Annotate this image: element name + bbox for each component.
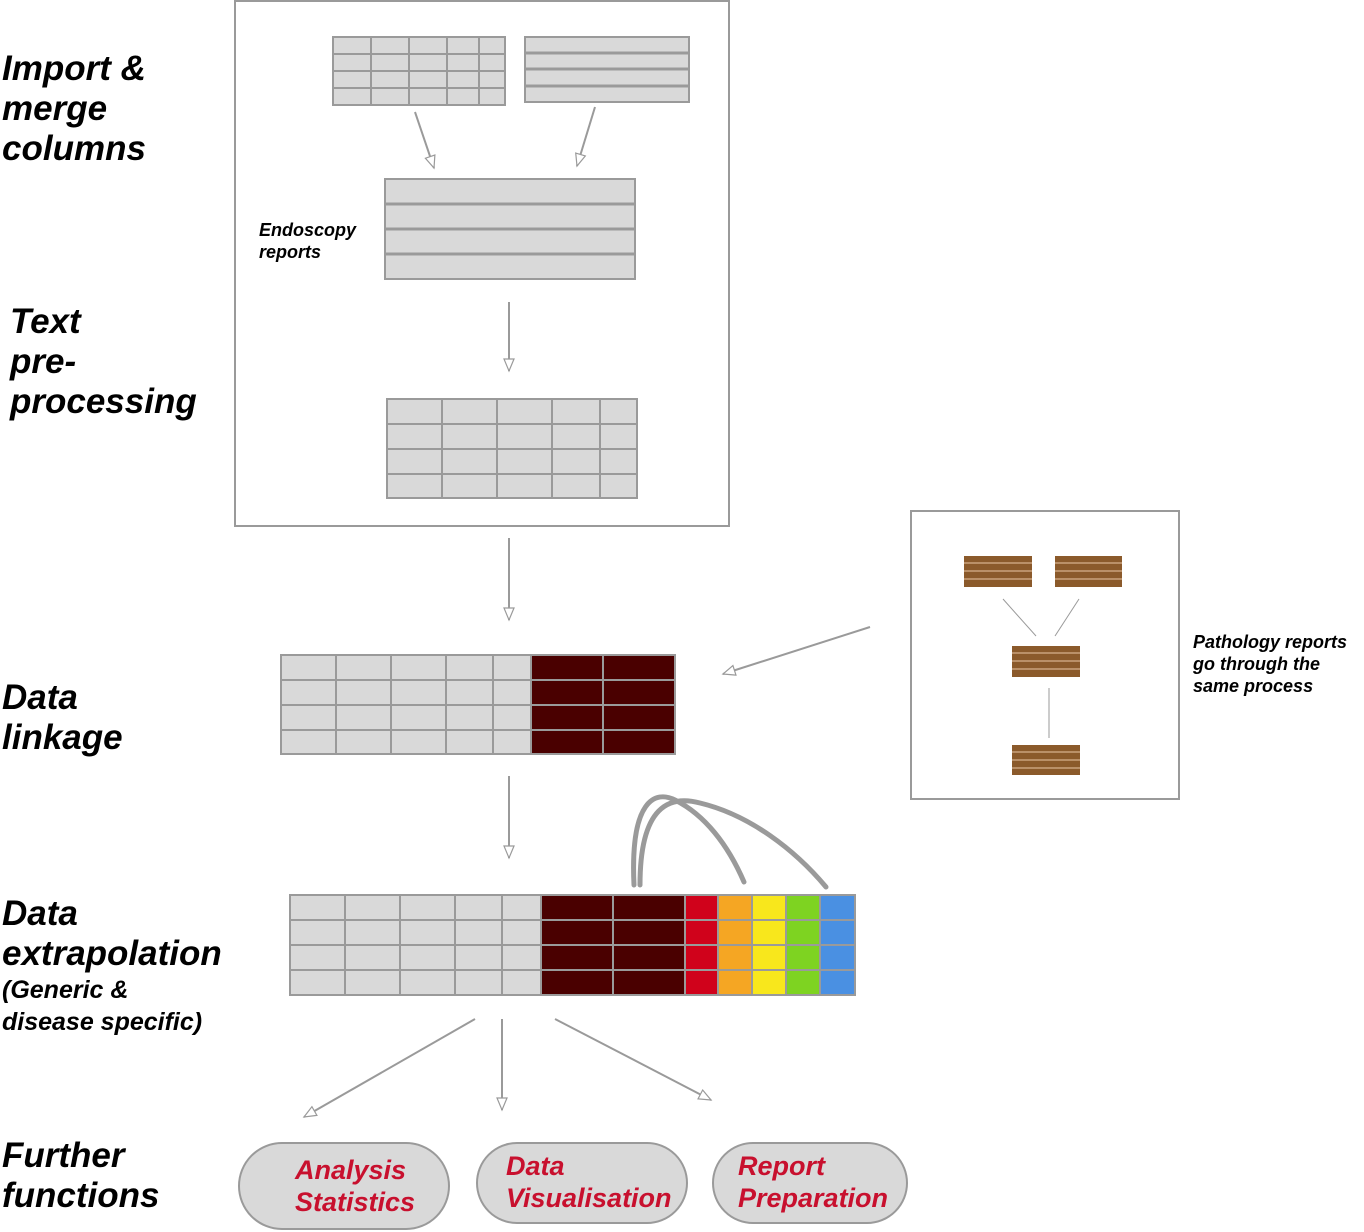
flow-arrows [302,106,871,1118]
pathology-table-processed [1012,745,1080,775]
pathology-reports-note: Pathology reports go through the same pr… [1193,632,1348,696]
data-visualisation-button[interactable]: Data Visualisation [476,1142,688,1224]
stage-label-data-linkage: Data linkage [2,678,123,757]
stage-label-data-extrapolation: Data extrapolation (Generic & disease sp… [2,894,222,1036]
pathology-table-merged [1012,646,1080,677]
arrow-to-analysis [302,1018,476,1118]
extrapolated-table [289,894,856,996]
stage-label-text-preprocessing: Text pre- processing [10,302,197,421]
extrapolation-subtitle-line-1: (Generic & [2,976,129,1004]
report-preparation-button[interactable]: Report Preparation [712,1142,908,1224]
arrow-source1-to-merged [414,111,436,170]
preprocessing-group-frame [234,0,730,527]
stage-label-import: Import & merge columns [2,49,146,168]
preprocessed-table [386,398,638,499]
pathology-table-2 [1055,556,1122,587]
source-table-2 [524,36,690,103]
arrow-to-report [554,1018,713,1101]
pathology-table-1 [964,556,1032,587]
merged-endoscopy-table [384,178,636,280]
arrow-pathology-to-linkage [721,626,871,676]
endoscopy-reports-label: Endoscopy reports [259,220,357,262]
extrapolation-subtitle-line-2: disease specific) [2,1008,203,1036]
linked-table [280,654,676,755]
source-table-1 [332,36,506,106]
stage-label-further-functions: Further functions [2,1136,160,1215]
analysis-statistics-button[interactable]: Analysis Statistics [238,1142,450,1230]
derivation-arc-2 [637,798,829,890]
pathology-group-frame [910,510,1180,800]
arrow-source2-to-merged [575,106,596,168]
pathology-connectors [1002,598,1080,738]
